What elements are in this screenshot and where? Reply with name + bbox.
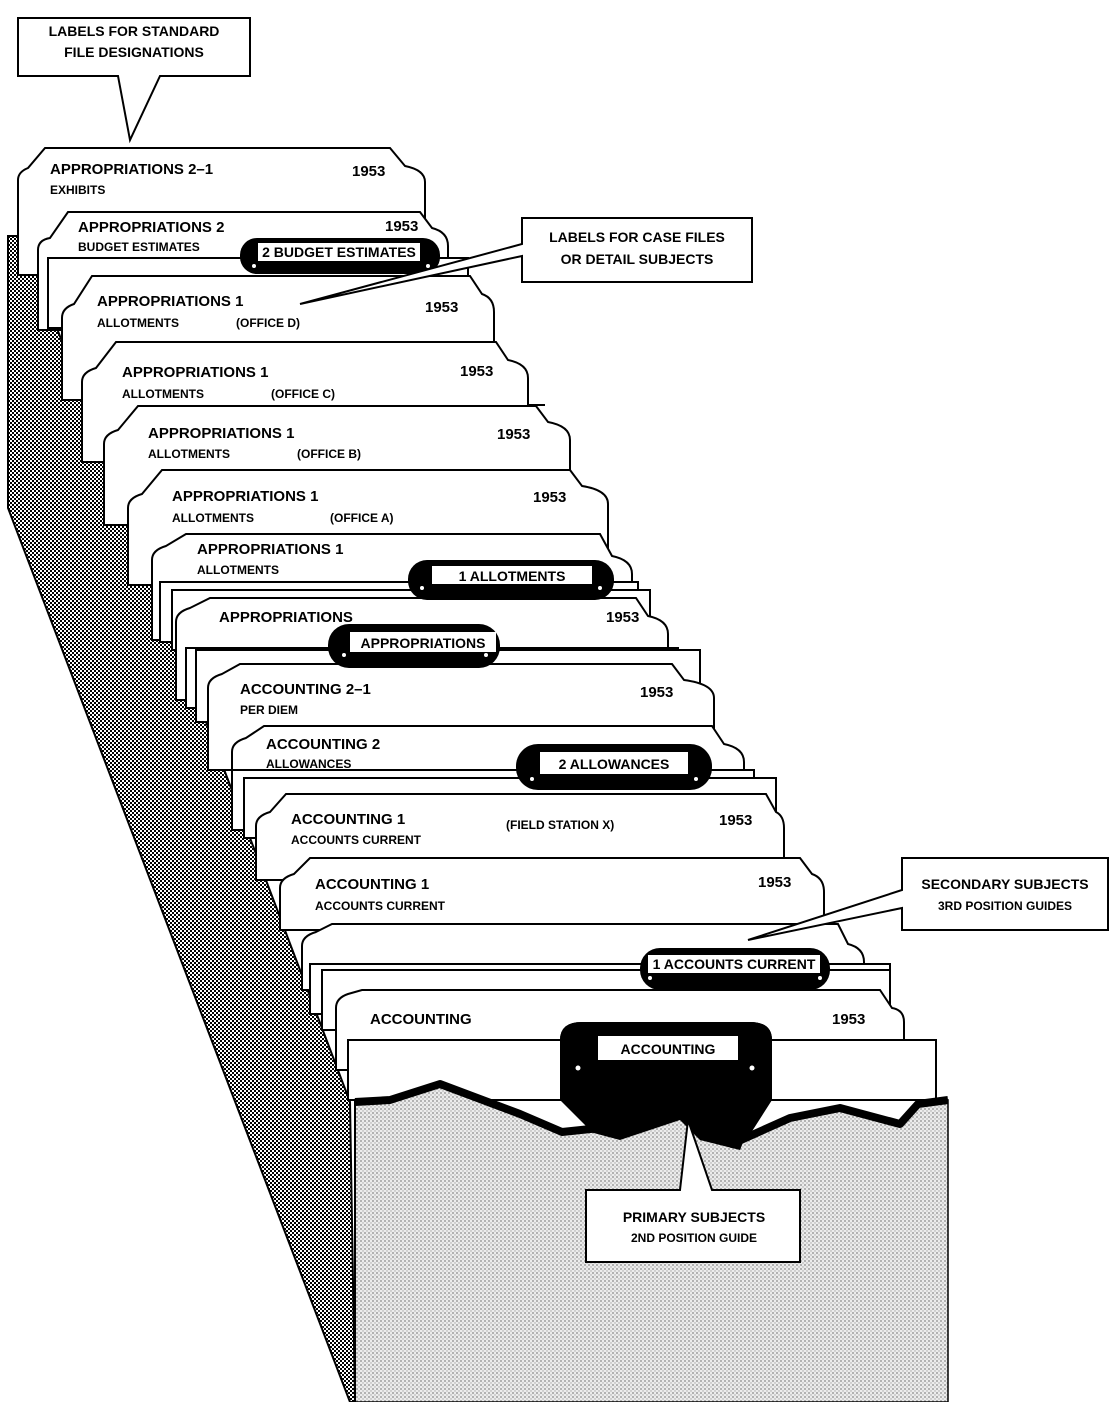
folder-6-line2: ALLOTMENTS [197, 563, 279, 577]
folder-1-line2: BUDGET ESTIMATES [78, 240, 200, 254]
folder-5-line1: APPROPRIATIONS 1 [172, 488, 318, 505]
folder-7-line1: APPROPRIATIONS [219, 609, 353, 626]
folder-2-line2: ALLOTMENTS [97, 316, 179, 330]
guide-allowances [516, 744, 712, 790]
folder-10-note: (FIELD STATION X) [506, 818, 614, 832]
folder-12-year: 1953 [832, 1011, 865, 1028]
folder-8-year: 1953 [640, 684, 673, 701]
guide-accounts-current [640, 948, 830, 990]
folder-1-line1: APPROPRIATIONS 2 [78, 219, 224, 236]
folder-10-line1: ACCOUNTING 1 [291, 811, 405, 828]
callout-secondary [747, 857, 1109, 941]
guide-allotments [408, 560, 614, 600]
folder-8-line1: ACCOUNTING 2–1 [240, 681, 371, 698]
folder-10-line2: ACCOUNTS CURRENT [291, 833, 422, 847]
folder-accounting-1 [279, 857, 825, 931]
callout-case-line-2: OR DETAIL SUBJECTS [561, 251, 714, 267]
guide-allotments-label: 1 ALLOTMENTS [459, 568, 566, 584]
folder-4-line2: ALLOTMENTS [148, 447, 230, 461]
folder-5-note: (OFFICE A) [330, 511, 394, 525]
callout-standard-line-1: LABELS FOR STANDARD [49, 23, 220, 39]
folder-10-year: 1953 [719, 812, 752, 829]
callout-primary-line-1: PRIMARY SUBJECTS [623, 1209, 765, 1225]
folder-11-year: 1953 [758, 874, 791, 891]
folder-4-line1: APPROPRIATIONS 1 [148, 425, 294, 442]
folder-5-year: 1953 [533, 489, 566, 506]
folder-0-line1: APPROPRIATIONS 2–1 [50, 161, 213, 178]
folder-11-line1: ACCOUNTING 1 [315, 876, 429, 893]
guide-accounting-label: ACCOUNTING [621, 1041, 716, 1057]
folder-2-note: (OFFICE D) [236, 316, 300, 330]
callout-standard-line-2: FILE DESIGNATIONS [64, 44, 204, 60]
callout-secondary-line-2: 3RD POSITION GUIDES [938, 899, 1072, 913]
guide-budget-label: 2 BUDGET ESTIMATES [262, 244, 416, 260]
folder-12-line1: ACCOUNTING [370, 1011, 472, 1028]
guide-budget-estimates [240, 238, 440, 274]
folder-1-year: 1953 [385, 218, 418, 235]
folder-8-line2: PER DIEM [240, 703, 298, 717]
callout-standard-labels [17, 17, 251, 144]
folder-9-line1: ACCOUNTING 2 [266, 736, 380, 753]
folder-0-line2: EXHIBITS [50, 183, 105, 197]
folder-11-line2: ACCOUNTS CURRENT [315, 899, 446, 913]
folder-4-note: (OFFICE B) [297, 447, 361, 461]
folder-5-line2: ALLOTMENTS [172, 511, 254, 525]
folder-0-year: 1953 [352, 163, 385, 180]
guide-allowances-label: 2 ALLOWANCES [559, 756, 670, 772]
folder-7-year: 1953 [606, 609, 639, 626]
folder-4-year: 1953 [497, 426, 530, 443]
folder-9-line2: ALLOWANCES [266, 757, 351, 771]
callout-primary [585, 1119, 801, 1263]
folder-3-line2: ALLOTMENTS [122, 387, 204, 401]
folder-3-year: 1953 [460, 363, 493, 380]
guide-accounts-current-label: 1 ACCOUNTS CURRENT [653, 956, 816, 972]
guide-appropriations [328, 624, 500, 668]
folder-2-year: 1953 [425, 299, 458, 316]
callout-primary-line-2: 2ND POSITION GUIDE [631, 1231, 757, 1245]
guide-appropriations-label: APPROPRIATIONS [361, 635, 486, 651]
callout-case-files [299, 217, 753, 305]
callout-case-line-1: LABELS FOR CASE FILES [549, 229, 725, 245]
callout-secondary-line-1: SECONDARY SUBJECTS [921, 876, 1088, 892]
folder-2-line1: APPROPRIATIONS 1 [97, 293, 243, 310]
folder-3-note: (OFFICE C) [271, 387, 335, 401]
folder-3-line1: APPROPRIATIONS 1 [122, 364, 268, 381]
folder-6-line1: APPROPRIATIONS 1 [197, 541, 343, 558]
